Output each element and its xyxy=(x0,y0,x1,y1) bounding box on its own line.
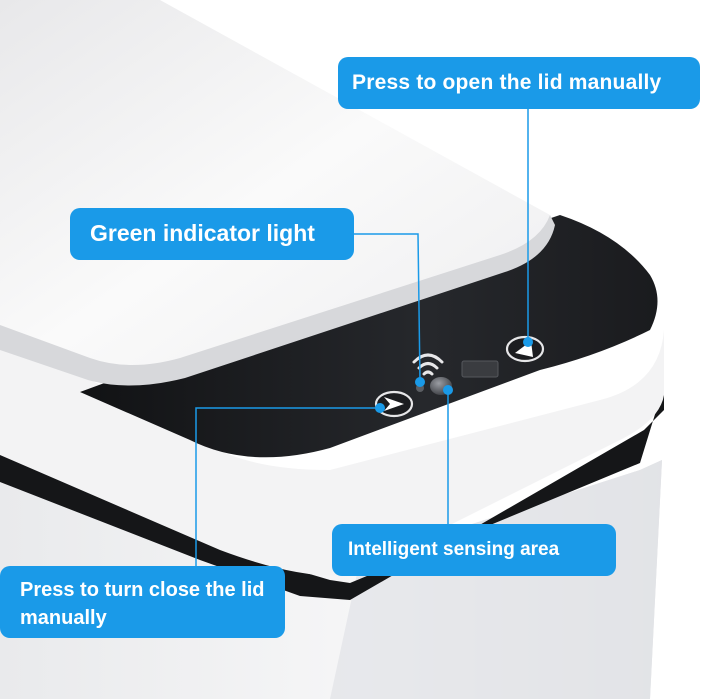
callout-open-lid-manually: Press to open the lid manually xyxy=(338,57,700,109)
callout-open-lid-text: Press to open the lid manually xyxy=(352,71,662,94)
close-lid-button-icon xyxy=(374,390,414,418)
upper-rim xyxy=(0,330,664,576)
leader-dots xyxy=(375,337,533,413)
callout-green-indicator-light: Green indicator light xyxy=(70,208,354,260)
callout-intelligent-sensing-area: Intelligent sensing area xyxy=(332,524,616,576)
callout-sensing-area-text: Intelligent sensing area xyxy=(348,539,560,560)
callout-green-light-text: Green indicator light xyxy=(90,220,315,246)
callout-close-lid-manually: Press to turn close the lid manually xyxy=(0,566,285,638)
lid-edge xyxy=(0,215,555,386)
leader-lines xyxy=(195,109,529,566)
control-panel xyxy=(80,215,658,458)
trim-band xyxy=(0,385,664,600)
display-window xyxy=(461,360,499,378)
callout-close-lid-text: Press to turn close the lid manually xyxy=(20,579,265,629)
open-lid-button-icon xyxy=(505,335,545,363)
bin-front-shadow xyxy=(330,460,662,699)
